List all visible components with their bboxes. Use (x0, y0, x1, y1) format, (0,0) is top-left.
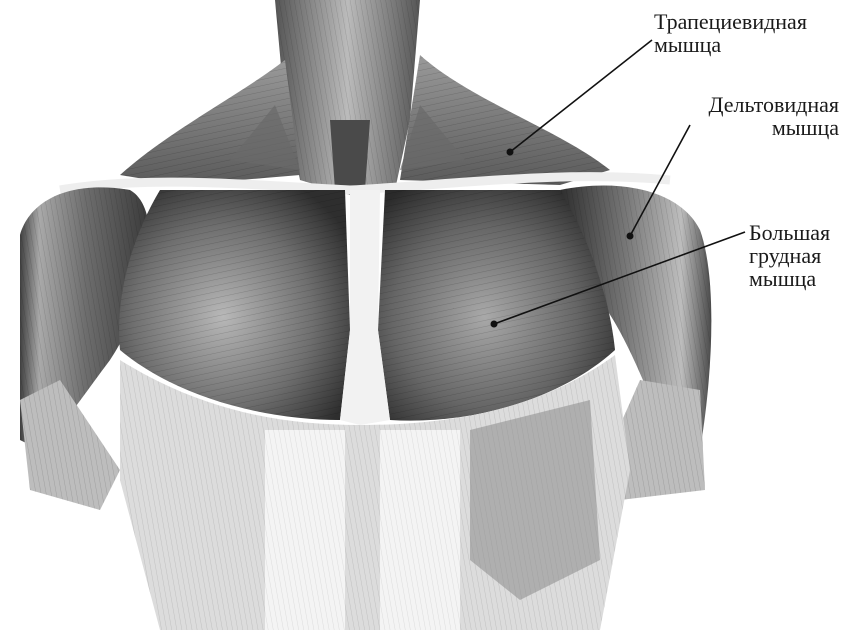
pectoralis-label: Большая грудная мышца (749, 221, 830, 290)
deltoid-label: Дельтовидная мышца (708, 93, 839, 139)
trapezius-label-line-2: мышца (654, 33, 807, 56)
trapezius-label: Трапециевидная мышца (654, 10, 807, 56)
pectoralis-leader-dot (491, 321, 498, 328)
trapezius-leader-dot (507, 149, 514, 156)
pectoralis-label-line-3: мышца (749, 267, 830, 290)
pectoralis-label-line-2: грудная (749, 244, 830, 267)
trapezius-label-line-1: Трапециевидная (654, 10, 807, 33)
deltoid-leader-dot (627, 233, 634, 240)
pectoralis-label-line-1: Большая (749, 221, 830, 244)
deltoid-label-line-1: Дельтовидная (708, 93, 839, 116)
deltoid-label-line-2: мышца (708, 116, 839, 139)
trapezius-leader-line (510, 40, 652, 152)
